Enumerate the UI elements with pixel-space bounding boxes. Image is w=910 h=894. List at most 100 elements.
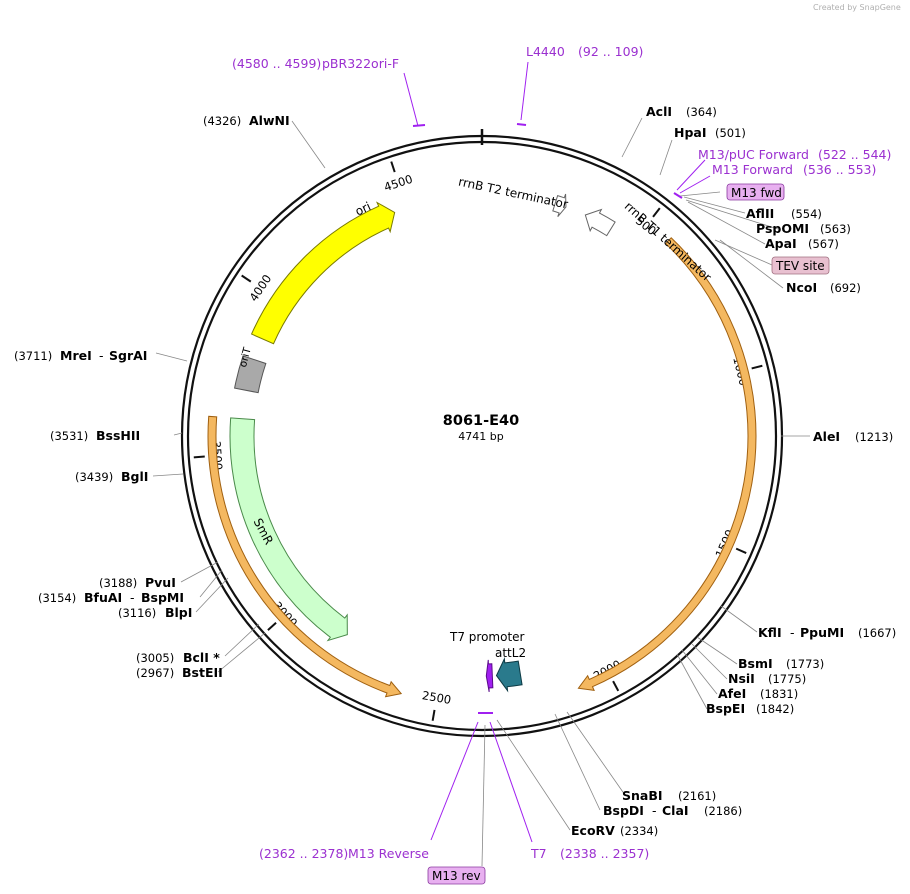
feature-rrnbt2 [552,193,567,218]
primer-range-m13reverse: (2362 .. 2378) [259,846,348,861]
scale-tick [735,547,747,555]
leader-pvui [180,561,219,583]
primer-name-m13forward: M13 Forward [712,162,793,177]
leader-snabi [566,711,626,796]
site-kfli-dash: - [790,625,795,640]
site-apai: ApaI [765,236,797,251]
site-pvui: PvuI [145,575,176,590]
primer-range-t7: (2338 .. 2357) [560,846,649,861]
feature-label-ori: ori [353,199,373,218]
leader-afei [681,649,718,695]
leader-pbr322 [403,72,419,127]
site-nsii-pos: (1775) [768,672,806,686]
site-sgrai: SgrAI [109,348,147,363]
site-kfli-pos: (1667) [858,626,896,640]
tev-site-label: TEV site [775,259,825,273]
leader-l4440 [520,61,529,121]
site-aflii: AflII [746,206,774,221]
snapgene-credit: Created by SnapGene [813,3,901,12]
leader-alwni [291,120,326,169]
leader-nsii [691,643,728,680]
m13-rev-label: M13 rev [432,869,481,883]
leader-pspomi [685,199,779,230]
site-bspmi: BspMI [141,590,184,605]
feature-smr [229,417,348,642]
feature-t7prom [485,659,494,692]
site-bspei-pos: (1842) [756,702,794,716]
m13-fwd-box [726,183,785,201]
site-bspdi: BspDI [603,803,644,818]
site-ncoi: NcoI [786,280,817,295]
primer-range-l4440: (92 .. 109) [578,44,643,59]
site-alwni: AlwNI [249,113,290,128]
site-aflii-pos: (554) [791,207,822,221]
leader-bspdi [554,713,601,811]
leader-m13fwd [679,191,721,197]
primer-name-m13reverse: M13 Reverse [348,846,429,861]
site-bsshii: BssHII [96,428,140,443]
feature-label-rrnb-t1: rrnB T1 terminator [622,199,714,284]
feature-attl2 [495,657,523,693]
leader-t7 [489,721,533,843]
site-afei-pos: (1831) [760,687,798,701]
site-snabi-pos: (2161) [678,789,716,803]
feature-label-rrnb-t2: rrnB T2 terminator [457,175,569,212]
site-bcli-pos: (3005) [136,651,174,665]
site-bgli: BglI [121,469,148,484]
feature-orange1 [577,237,757,692]
site-ecorv-pos: (2334) [620,824,658,838]
leader-bsshii [173,432,183,436]
site-bspei: BspEI [706,701,745,716]
scale-tick [431,709,436,721]
primer-range-m13puc: (522 .. 544) [818,147,891,162]
scale-tick [267,621,277,631]
leader-m13rev [481,724,486,867]
site-kfli: KflI [758,625,782,640]
site-blpi-pos: (3116) [118,606,156,620]
leader-m13reverse [430,721,479,841]
site-bspdi-dash: - [652,803,657,818]
primer-marks [412,123,683,714]
scale-tick [241,274,252,283]
feature-orange2 [207,415,403,698]
primer-name-m13puc: M13/pUC Forward [698,147,809,162]
m13-fwd-label: M13 fwd [731,186,782,200]
feature-rrnbt1 [584,208,616,237]
features [207,193,757,698]
feature-label-attl2: attL2 [495,646,526,660]
feature-boxes: M13 fwd TEV site M13 rev [427,183,830,885]
site-leaders [152,117,810,867]
leader-bspei [676,653,708,710]
site-bspdi-pos: (2186) [704,804,742,818]
feature-label-orit: oriT [237,346,254,369]
site-nsii: NsiI [728,671,755,686]
leader-m13puc [676,159,706,191]
site-labels: AclI (364) HpaI (501) AflII (554) PspOMI… [14,104,896,838]
m13-rev-box [427,866,486,885]
leader-kfli [720,605,758,633]
leader-m13forward [679,175,711,194]
site-hpai-pos: (501) [715,126,746,140]
site-ppumi: PpuMI [800,625,844,640]
site-bsmi: BsmI [738,656,773,671]
site-snabi: SnaBI [622,788,663,803]
tev-site-box [771,256,830,275]
site-mrei: MreI [60,348,92,363]
site-bsteii: BstEII [182,665,223,680]
site-afei: AfeI [718,686,746,701]
primer-labels: (4580 .. 4599) pBR322ori-F L4440 (92 .. … [232,44,891,861]
site-bfuai: BfuAI [84,590,122,605]
primer-range-m13forward: (536 .. 553) [803,162,876,177]
primer-name-pbr322: pBR322ori-F [322,56,399,71]
scale-tick [751,364,763,370]
feature-label-t7-promoter: T7 promoter [449,630,525,644]
site-pspomi: PspOMI [756,221,809,236]
leader-acli [621,117,643,158]
site-clai: ClaI [662,803,689,818]
scale-tick [390,161,396,173]
leader-bfuai [199,569,223,598]
scale-tick [193,455,205,459]
leader-mrei [155,352,188,362]
site-ncoi-pos: (692) [830,281,861,295]
